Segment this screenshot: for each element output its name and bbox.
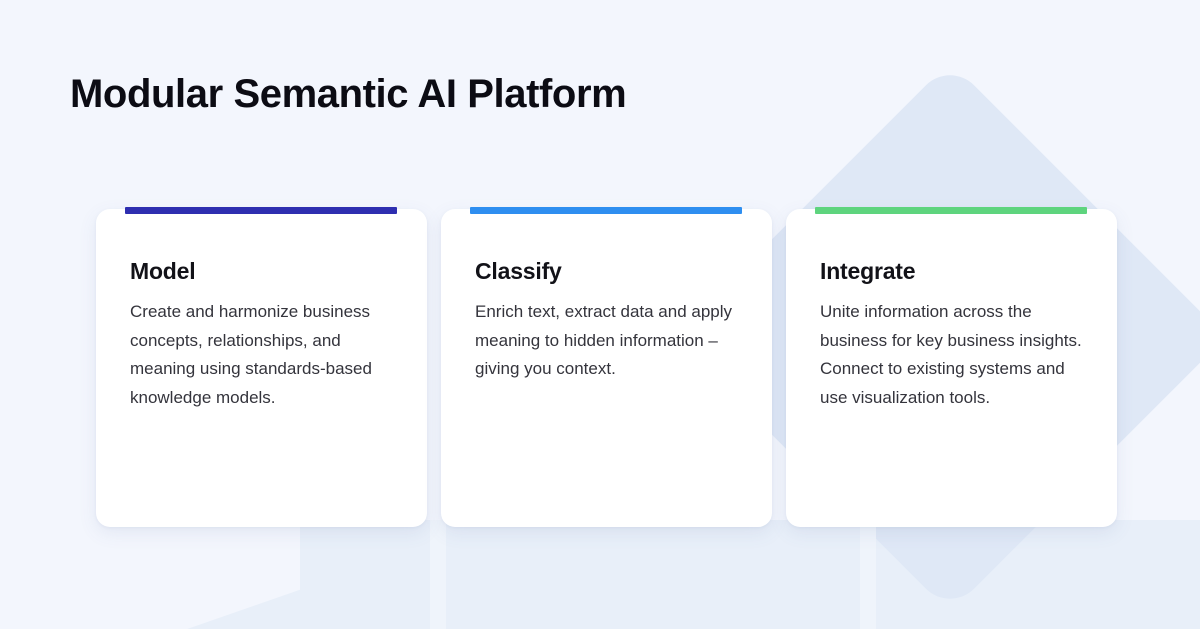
- card-body: Classify Enrich text, extract data and a…: [475, 258, 752, 384]
- feature-card-row: Model Create and harmonize business conc…: [96, 207, 1117, 527]
- card-body: Integrate Unite information across the b…: [820, 258, 1097, 412]
- card-title: Classify: [475, 258, 562, 284]
- page-title: Modular Semantic AI Platform: [70, 72, 627, 116]
- card-body: Model Create and harmonize business conc…: [130, 258, 407, 412]
- feature-card-integrate[interactable]: Integrate Unite information across the b…: [786, 207, 1117, 527]
- background-lower-block: [300, 520, 1200, 629]
- background-seam-left: [430, 520, 446, 629]
- background-seam-right: [860, 520, 876, 629]
- card-accent-bar: [470, 207, 742, 214]
- card-title: Integrate: [820, 258, 916, 284]
- background-diagonal-wedge: [155, 520, 500, 629]
- card-accent-bar: [125, 207, 397, 214]
- card-description: Enrich text, extract data and apply mean…: [475, 302, 733, 379]
- card-accent-bar: [815, 207, 1087, 214]
- card-description: Create and harmonize business concepts, …: [130, 302, 372, 407]
- feature-card-model[interactable]: Model Create and harmonize business conc…: [96, 207, 427, 527]
- card-description: Unite information across the business fo…: [820, 302, 1082, 407]
- feature-card-classify[interactable]: Classify Enrich text, extract data and a…: [441, 207, 772, 527]
- card-title: Model: [130, 258, 196, 284]
